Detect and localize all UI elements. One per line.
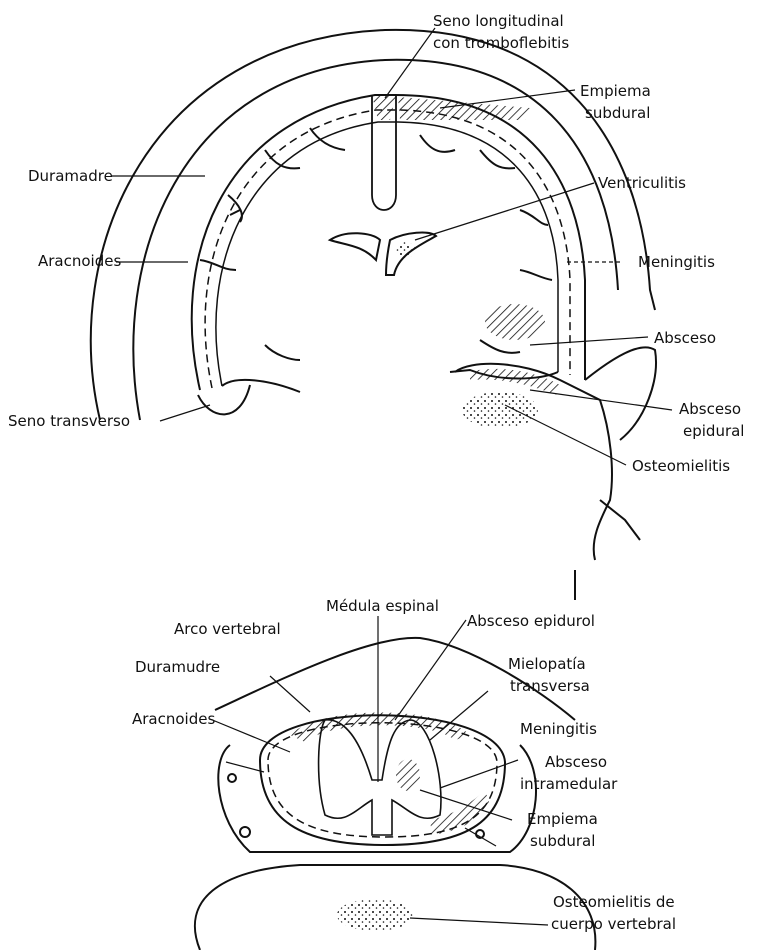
label-aracnoides-lower: Aracnoides [132,710,215,729]
spinal-cord-grey-matter [319,720,441,835]
label-empiema-lower: Empiema [527,810,598,829]
transverse-sinus [198,385,250,414]
label-osteomielitis-1: Osteomielitis de [553,893,675,912]
label-arco-vertebral: Arco vertebral [174,620,281,639]
brain-abscess-area [485,304,545,340]
ventriculitis-area [395,242,415,258]
epidural-abscess-area [470,369,560,395]
label-meningitis-lower: Meningitis [520,720,597,739]
skull-outline [133,60,618,420]
skull-cross-section [91,30,656,600]
mastoid-outline [455,364,612,560]
duramadre-layer [192,95,585,390]
label-mielopatia: Mielopatía [508,655,586,674]
label-osteomielitis: Osteomielitis [632,457,730,476]
label-osteomielitis-2: cuerpo vertebral [551,915,676,934]
label-intramedular: intramedular [520,775,617,794]
label-absceso-epidural-1: Absceso [679,400,741,419]
label-absceso-lower: Absceso [545,753,607,772]
label-duramadre: Duramadre [28,167,113,186]
label-duramadre-lower: Duramudre [135,658,220,677]
vertebral-osteomyelitis-area [337,899,413,931]
label-subdural: subdural [585,104,650,123]
label-ventriculitis: Ventriculitis [598,174,686,193]
label-meningitis: Meningitis [638,253,715,272]
epidural-abscess-spine [290,713,470,743]
label-subdural-lower: subdural [530,832,595,851]
label-medula-espinal: Médula espinal [326,597,439,616]
label-absceso-epidural: Absceso epidurol [467,612,595,631]
label-seno-transverso: Seno transverso [8,412,130,431]
left-ventricle [330,233,380,260]
label-absceso: Absceso [654,329,716,348]
subdural-empyema-area [398,97,530,120]
label-con-tromboflebitis: con tromboflebitis [433,34,569,53]
sinus-thrombus [372,95,396,120]
intramedullary-abscess [396,759,420,791]
label-aracnoides: Aracnoides [38,252,121,271]
label-empiema: Empiema [580,82,651,101]
label-seno-longitudinal: Seno longitudinal [433,12,564,31]
osteomyelitis-area [462,392,538,428]
label-absceso-epidural-2: epidural [683,422,744,441]
ear-outline [585,347,656,440]
label-transversa: transversa [510,677,590,696]
vertebral-body-outline [218,745,536,852]
